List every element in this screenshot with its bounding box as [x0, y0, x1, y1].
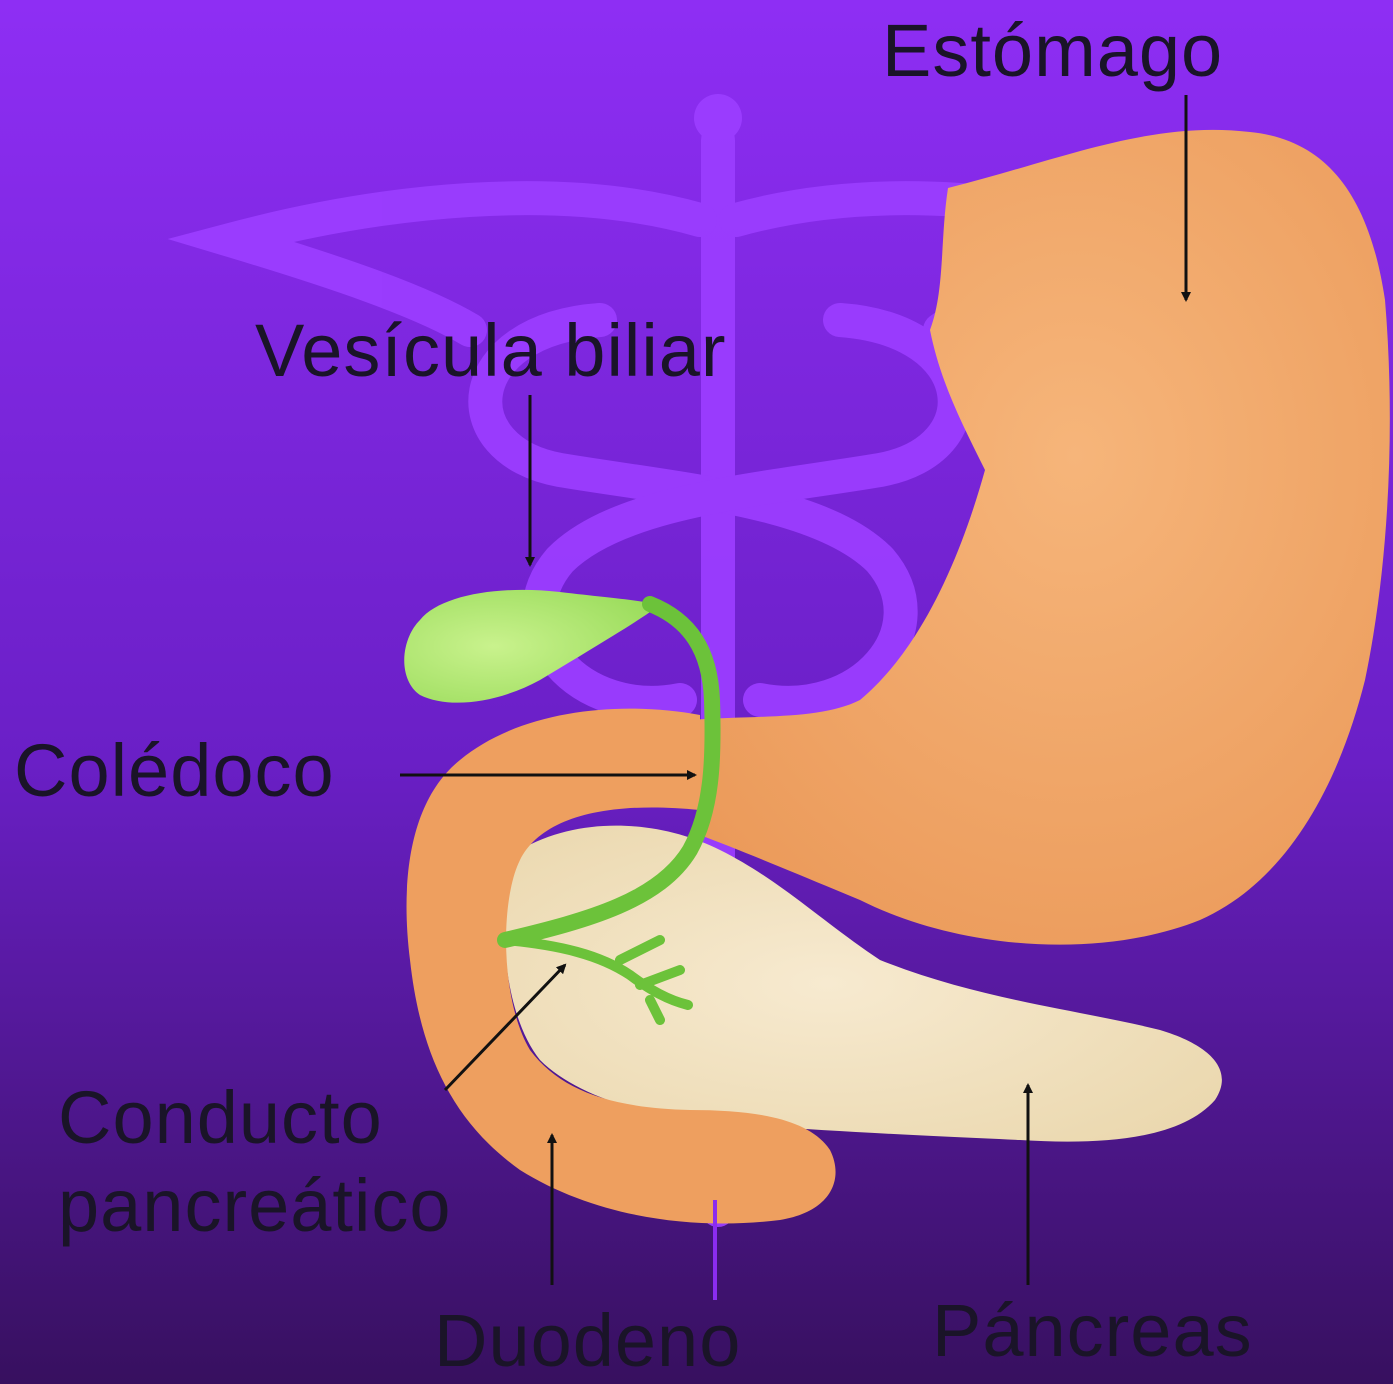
- label-duodeno: Duodeno: [434, 1304, 741, 1378]
- label-conducto-line1: Conducto: [58, 1074, 452, 1162]
- label-conducto-pancreatico: Conducto pancreático: [58, 1074, 452, 1250]
- label-vesicula-biliar: Vesícula biliar: [255, 314, 727, 388]
- label-estomago: Estómago: [882, 14, 1223, 88]
- label-pancreas: Páncreas: [932, 1294, 1253, 1368]
- label-conducto-line2: pancreático: [58, 1162, 452, 1250]
- label-coledoco: Colédoco: [14, 734, 335, 808]
